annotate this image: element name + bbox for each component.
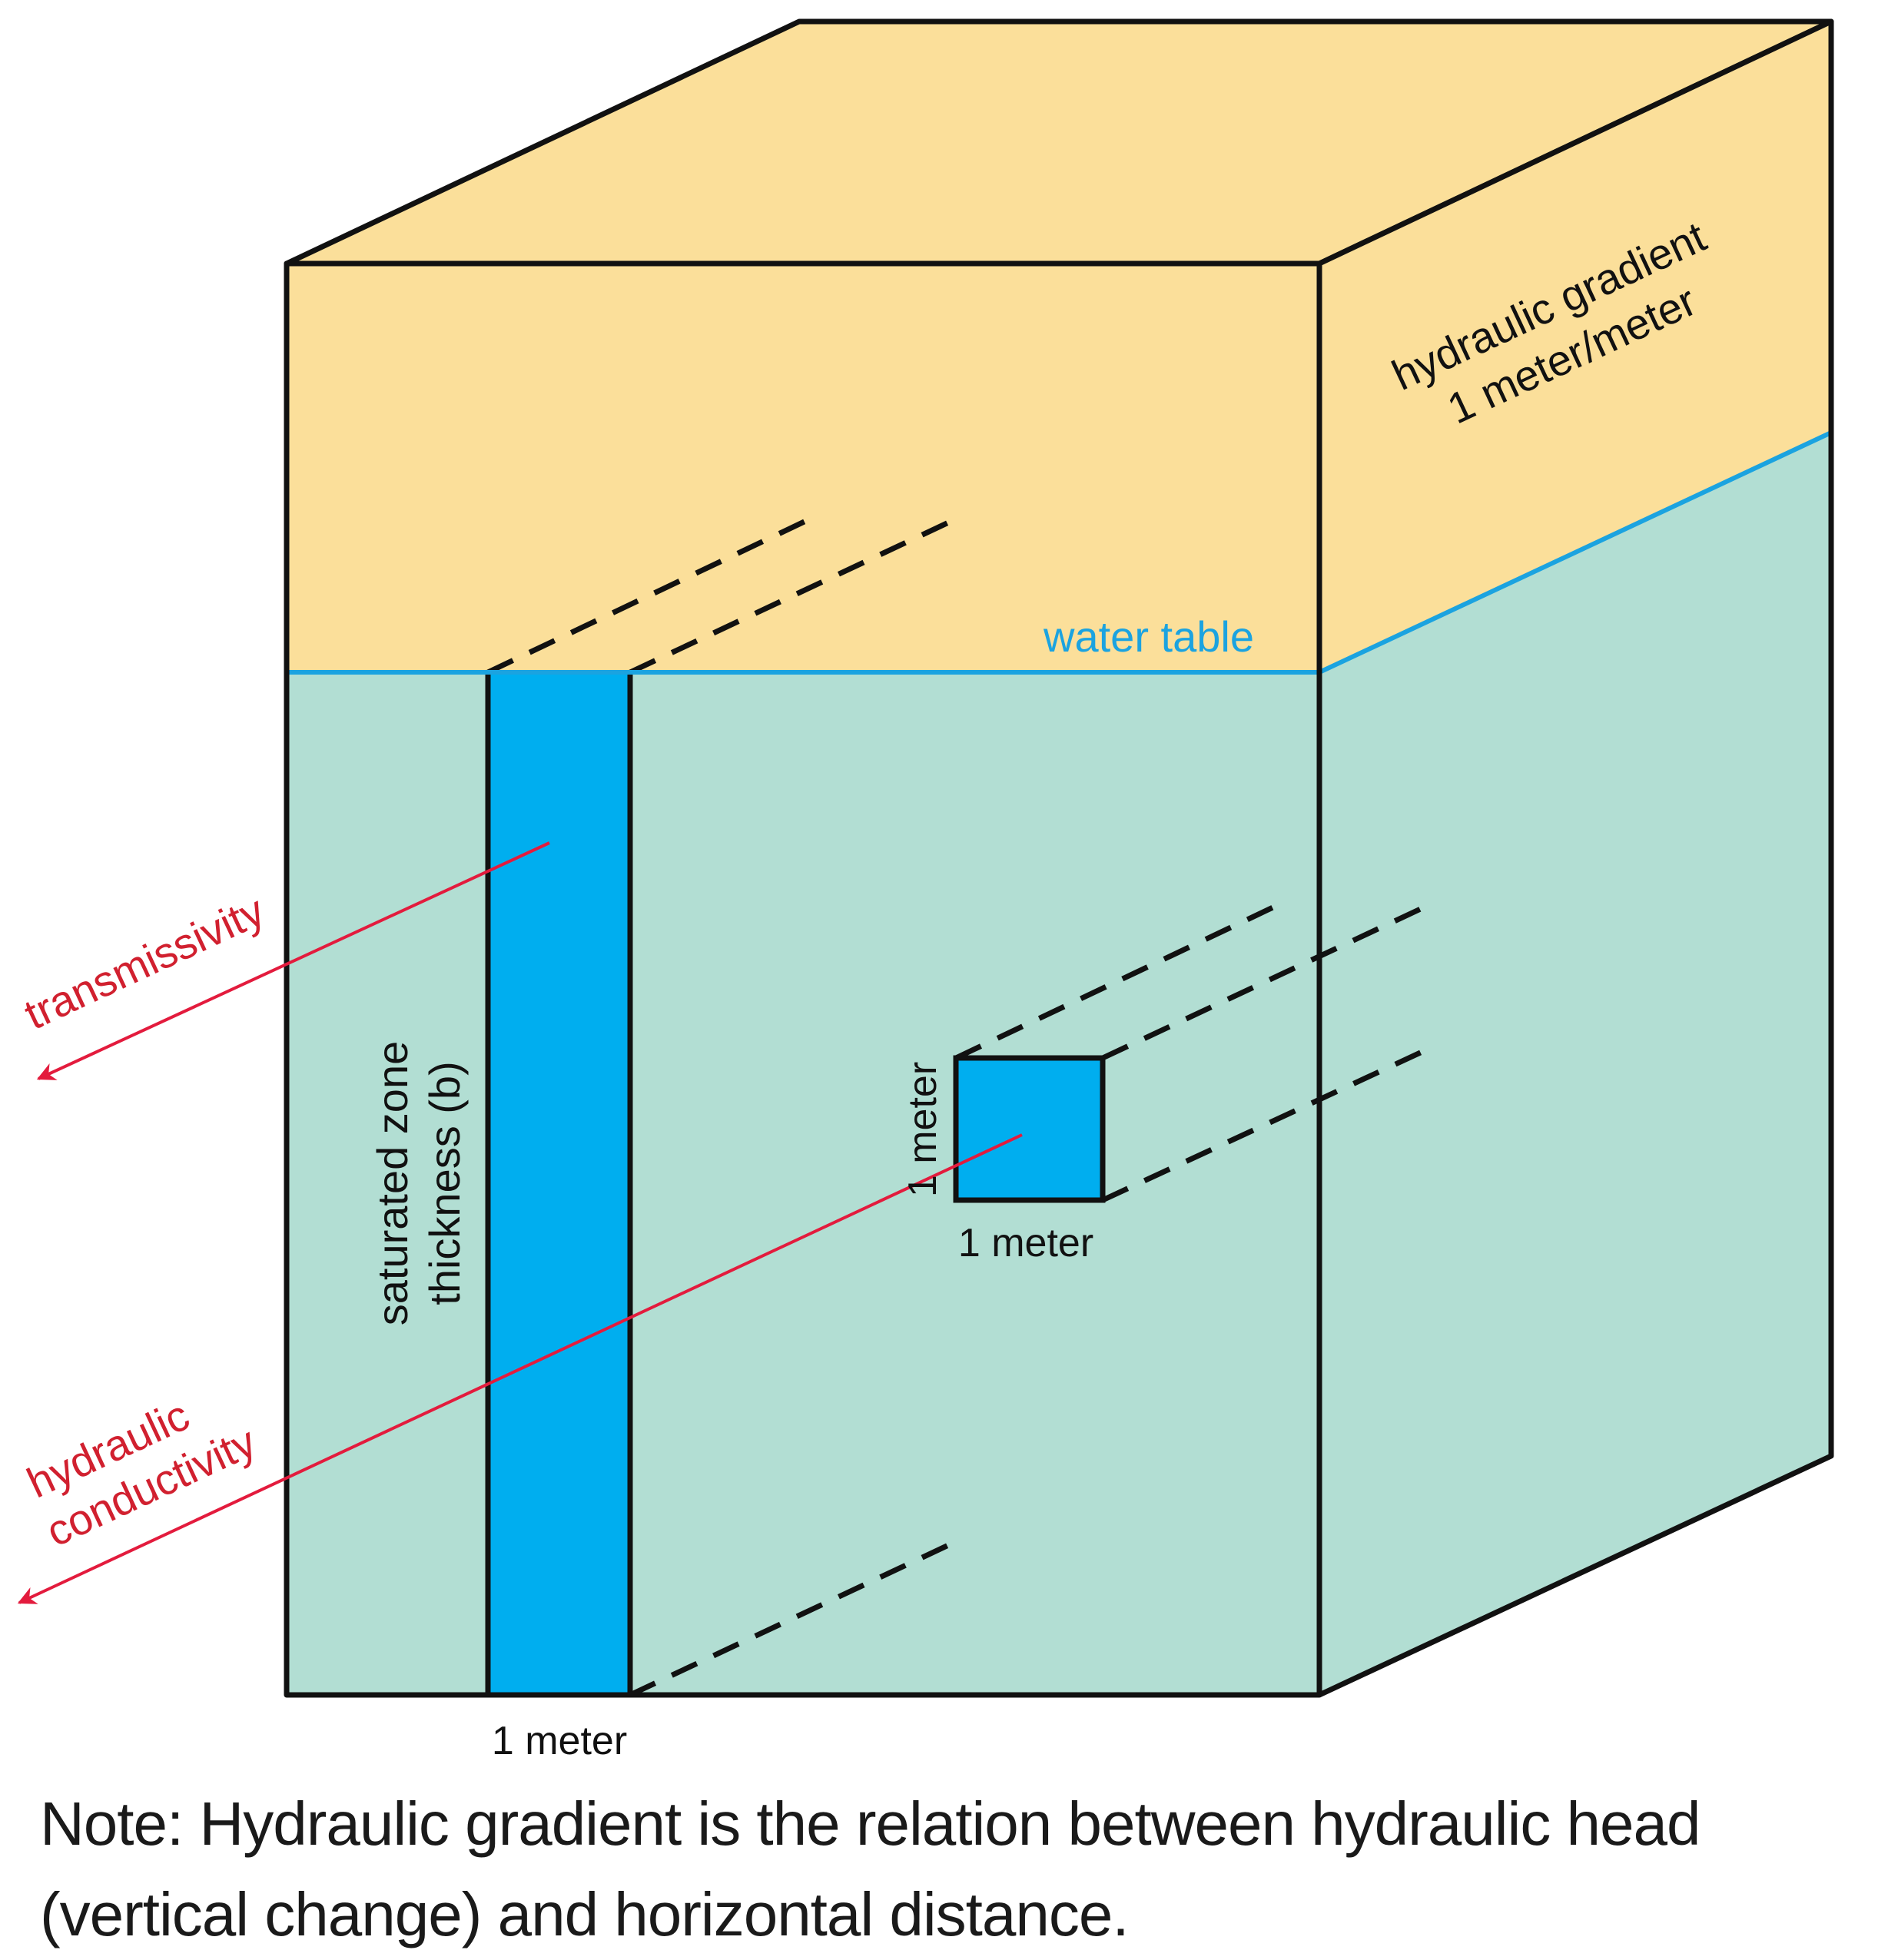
dashed-projections <box>486 516 1427 1698</box>
transmissivity-label: transmissivity <box>17 886 271 1039</box>
aquifer-block-diagram: water table hydraulic gradient 1 meter/m… <box>17 18 1834 1763</box>
diagram-note: Note: Hydraulic gradient is the relation… <box>40 1789 1701 1948</box>
saturated-zone-label-line1: saturated zone <box>368 1041 416 1325</box>
unit-cube <box>953 1055 1106 1203</box>
unit-width-column <box>488 672 630 1695</box>
hydraulic-conductivity-arrow <box>17 1133 1023 1604</box>
front-saturated-zone <box>287 672 1319 1695</box>
cube-width-label: 1 meter <box>958 1221 1093 1265</box>
right-saturated-zone <box>1319 433 1831 1695</box>
cube-height-label: 1 meter <box>901 1062 945 1197</box>
column-width-label: 1 meter <box>492 1719 627 1763</box>
right-unsaturated-zone <box>1319 22 1831 672</box>
block-outline <box>284 18 1834 1698</box>
front-unsaturated-zone <box>287 264 1319 672</box>
saturated-zone-label-line2: thickness (b) <box>420 1061 469 1305</box>
transmissivity-arrow <box>36 841 550 1080</box>
water-table-label: water table <box>1043 612 1254 661</box>
